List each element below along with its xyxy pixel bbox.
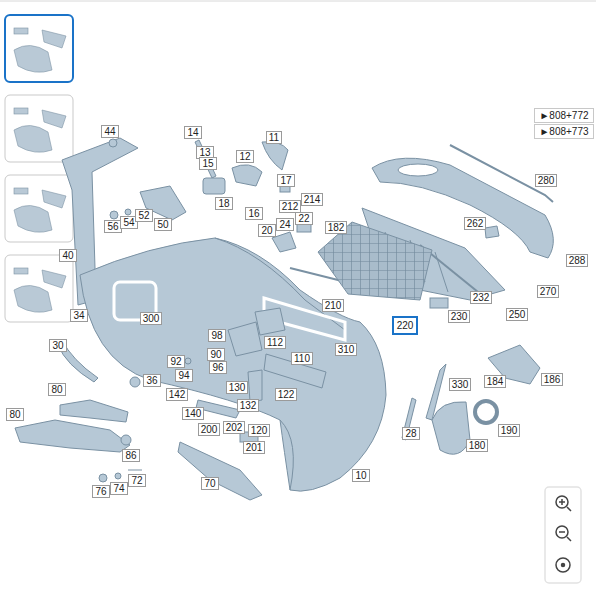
callout-number: 15 (199, 157, 216, 170)
callout-number: 132 (237, 399, 260, 412)
callout-number: 18 (215, 197, 232, 210)
callout-number: 184 (484, 375, 507, 388)
callout-number: 12 (236, 150, 253, 163)
callout-number: 17 (277, 174, 294, 187)
callout-number: 330 (449, 378, 472, 391)
callout-number: 70 (201, 477, 218, 490)
callout-number: 90 (207, 348, 224, 361)
callout-number: 22 (295, 212, 312, 225)
callout-number: 76 (92, 485, 109, 498)
callout-number: 180 (466, 439, 489, 452)
callout-number: 214 (301, 193, 324, 206)
callout-number: 28 (402, 427, 419, 440)
callout-number: 96 (209, 361, 226, 374)
callout-number: 232 (470, 291, 493, 304)
callout-number: 50 (154, 218, 171, 231)
reference-link: ►808+772 (534, 108, 593, 123)
callout-number: 34 (70, 309, 87, 322)
callout-number: 110 (291, 352, 313, 365)
callout-number: 92 (167, 355, 184, 368)
callout-number: 11 (266, 131, 282, 144)
callout-number: 122 (275, 388, 298, 401)
callout-number: 201 (243, 441, 266, 454)
callout-number: 130 (226, 381, 249, 394)
callout-number: 300 (140, 312, 163, 325)
callout-number: 202 (223, 421, 246, 434)
callout-number: 16 (245, 207, 262, 220)
callout-number: 86 (122, 449, 139, 462)
callout-number: 98 (208, 329, 225, 342)
callout-number: 182 (325, 221, 348, 234)
callout-number: 142 (166, 388, 189, 401)
reference-link: ►808+773 (534, 124, 593, 139)
callout-number: 310 (335, 343, 358, 356)
callout-number: 20 (258, 224, 275, 237)
callout-number: 220 (392, 316, 419, 335)
callout-number: 56 (104, 220, 121, 233)
callout-number: 262 (464, 217, 487, 230)
callout-number: 270 (537, 285, 560, 298)
callout-number: 140 (182, 407, 205, 420)
callout-number: 40 (59, 249, 76, 262)
callout-number: 280 (535, 174, 558, 187)
callout-number: 44 (101, 125, 118, 138)
callout-number: 80 (48, 383, 65, 396)
callout-number: 112 (264, 336, 286, 349)
callout-number: 230 (448, 310, 471, 323)
callout-number: 36 (143, 374, 160, 387)
callout-number: 94 (175, 369, 192, 382)
callout-number: 24 (276, 218, 293, 231)
callout-number: 72 (128, 474, 145, 487)
callout-number: 190 (498, 424, 521, 437)
callout-number: 250 (506, 308, 529, 321)
callout-number: 74 (110, 482, 127, 495)
callout-number: 14 (184, 126, 201, 139)
callout-number: 120 (248, 424, 271, 437)
callout-number: 52 (135, 209, 152, 222)
callout-number: 186 (541, 373, 564, 386)
callout-number: 30 (49, 339, 66, 352)
callout-number: 200 (198, 423, 221, 436)
callout-number: 10 (352, 469, 369, 482)
callout-number: 210 (322, 299, 345, 312)
callout-number: 80 (6, 408, 23, 421)
callout-number: 288 (566, 254, 589, 267)
